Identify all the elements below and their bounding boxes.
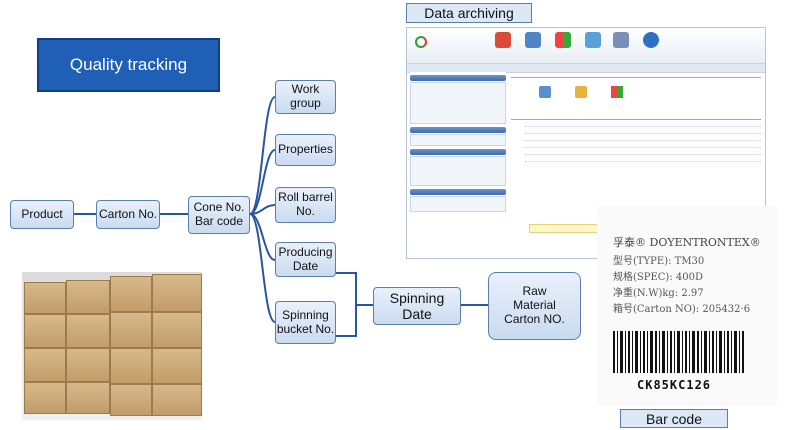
carton-warehouse-photo — [22, 272, 202, 420]
bar-code-node-label: Bar code — [194, 214, 244, 228]
roll-barrel-node: Roll barrel No. — [275, 187, 336, 223]
product-label-image: 孚泰® DOYENTRONTEX® 型号(TYPE): TM30 规格(SPEC… — [597, 206, 777, 406]
producing-date-node: Producing Date — [275, 242, 336, 277]
work-group-line2: group — [290, 96, 321, 110]
spinning-date-node: Spinning Date — [373, 287, 461, 325]
roll-barrel-line2: No. — [296, 204, 315, 218]
product-label: Product — [21, 206, 63, 221]
properties-node: Properties — [275, 134, 336, 166]
data-archiving-label: Data archiving — [406, 3, 532, 23]
spinning-date-line2: Date — [402, 306, 432, 322]
barcode-icon — [613, 331, 744, 373]
label-type: 型号(TYPE): TM30 — [613, 256, 705, 267]
app-logo-icon — [415, 36, 427, 48]
apps-icon — [555, 32, 571, 48]
work-group-line1: Work — [291, 82, 320, 97]
producing-date-line2: Date — [292, 258, 319, 273]
label-spec: 规格(SPEC): 400D — [613, 272, 703, 283]
raw-material-node: Raw Material Carton NO. — [488, 272, 581, 340]
raw-material-line1: Raw — [522, 284, 547, 299]
screenshot-sidebar — [410, 72, 506, 258]
label-weight: 净重(N.W)kg: 2.97 — [613, 288, 704, 299]
quality-tracking-title: Quality tracking — [37, 38, 220, 92]
tools-icon — [585, 32, 601, 48]
carton-no-node: Carton No. — [96, 200, 160, 229]
home-icon — [495, 32, 511, 48]
roll-barrel-line1: Roll barrel — [278, 190, 333, 205]
product-node: Product — [10, 200, 74, 229]
work-group-node: Work group — [275, 80, 336, 114]
screenshot-main — [511, 72, 761, 254]
raw-material-line3: Carton NO. — [504, 311, 565, 326]
help-icon — [643, 32, 659, 48]
spinning-bucket-line1: Spinning — [282, 307, 329, 322]
label-brand: 孚泰® DOYENTRONTEX® — [613, 236, 761, 249]
spinning-bucket-line2: bucket No. — [276, 321, 335, 336]
properties-label: Properties — [278, 142, 333, 157]
settings-icon — [613, 32, 629, 48]
bar-code-label: Bar code — [620, 409, 728, 428]
spinning-date-line1: Spinning — [389, 289, 445, 306]
cone-no-label: Cone No. — [193, 200, 245, 215]
label-carton: 箱号(Carton NO): 205432·6 — [613, 304, 751, 315]
producing-date-line1: Producing — [278, 244, 333, 259]
raw-material-line2: Material — [513, 298, 556, 313]
barcode-number: CK85KC126 — [637, 378, 712, 392]
carton-no-label: Carton No. — [98, 206, 158, 221]
cone-no-node: Cone No. Bar code — [188, 196, 250, 234]
spinning-bucket-node: Spinning bucket No. — [275, 301, 336, 344]
user-icon — [525, 32, 541, 48]
